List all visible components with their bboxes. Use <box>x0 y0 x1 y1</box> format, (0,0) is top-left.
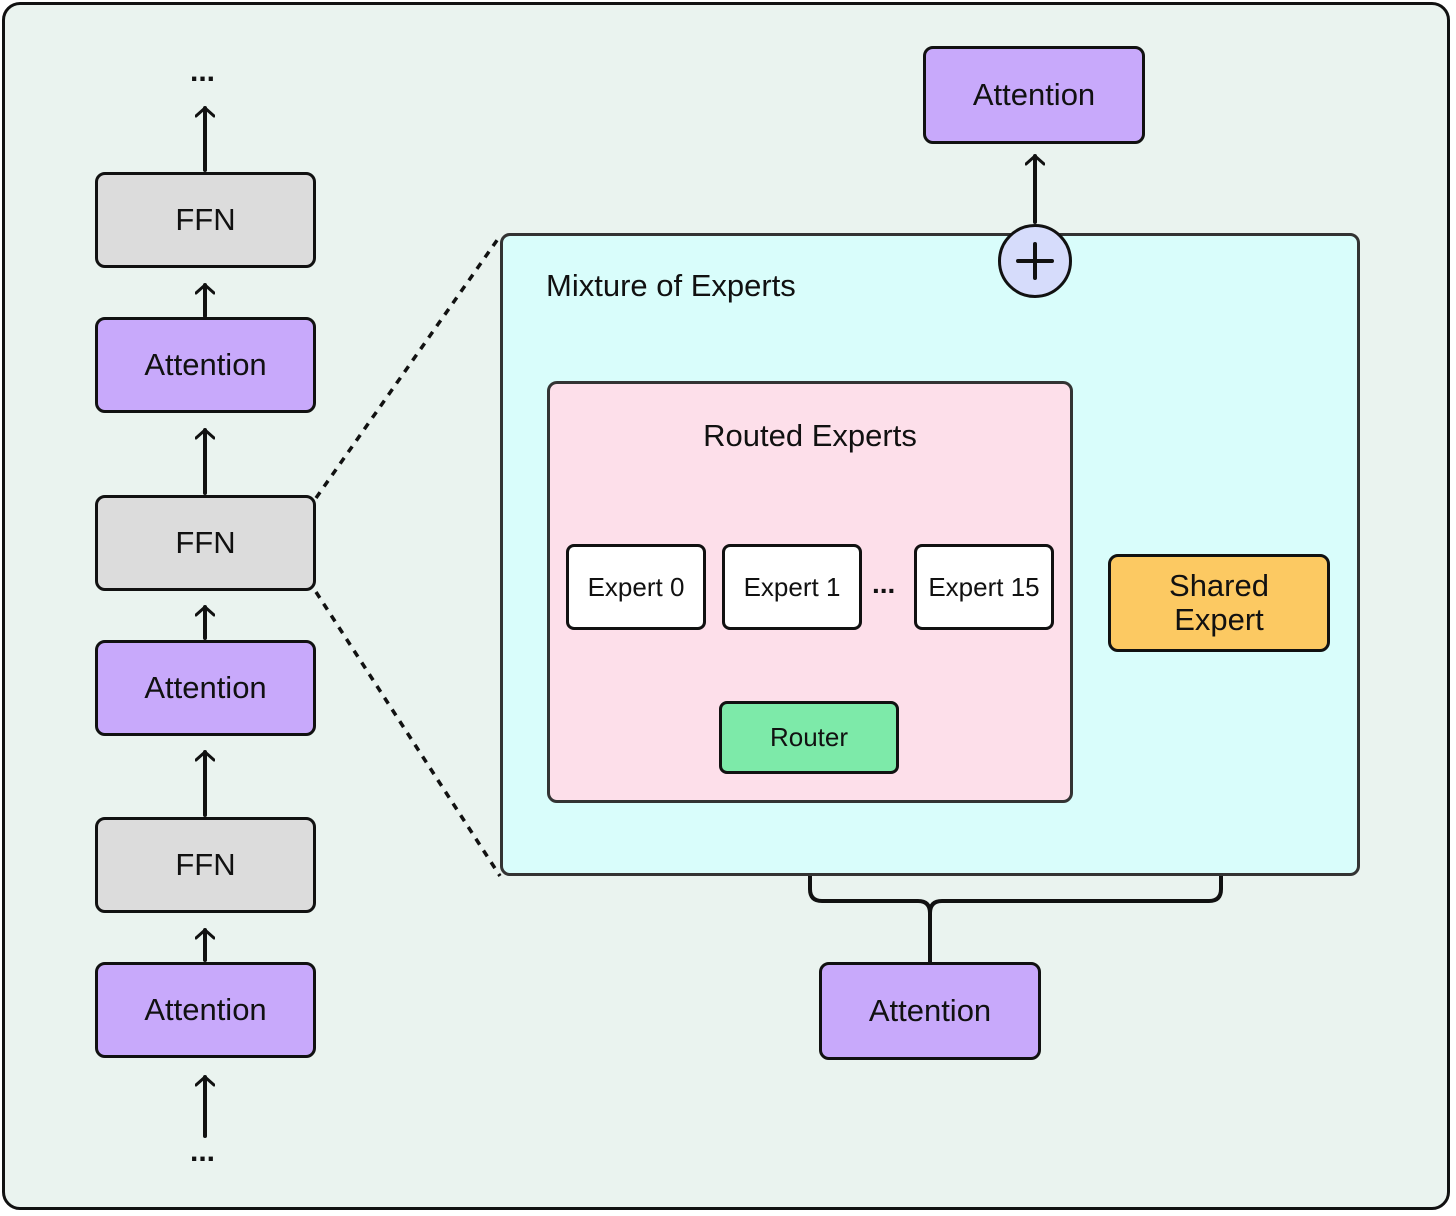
zoom-line-bottom <box>314 591 502 877</box>
stack-attention-upper: Attention <box>95 317 316 413</box>
stack-ffn-bottom: FFN <box>95 817 316 913</box>
sum-node <box>998 224 1072 298</box>
zoom-line-top <box>314 234 502 500</box>
experts-ellipsis: ... <box>872 568 896 599</box>
shared-expert-box: Shared Expert <box>1108 554 1330 652</box>
router-box: Router <box>719 701 899 774</box>
attention-output-box: Attention <box>923 46 1145 144</box>
plus-icon <box>1016 242 1054 280</box>
stack-attention-bottom: Attention <box>95 962 316 1058</box>
stack-bottom-ellipsis: ... <box>190 1135 216 1168</box>
stack-attention-middle: Attention <box>95 640 316 736</box>
stack-ffn-middle: FFN <box>95 495 316 591</box>
expert-0-box: Expert 0 <box>566 544 706 630</box>
attention-input-box: Attention <box>819 962 1041 1060</box>
stack-ffn-top: FFN <box>95 172 316 268</box>
wire-attention-to-shared <box>928 660 1221 915</box>
stack-top-ellipsis: ... <box>190 55 216 88</box>
expert-1-box: Expert 1 <box>722 544 862 630</box>
moe-title: Mixture of Experts <box>546 268 796 303</box>
routed-experts-title: Routed Experts <box>703 418 917 453</box>
expert-15-box: Expert 15 <box>914 544 1054 630</box>
